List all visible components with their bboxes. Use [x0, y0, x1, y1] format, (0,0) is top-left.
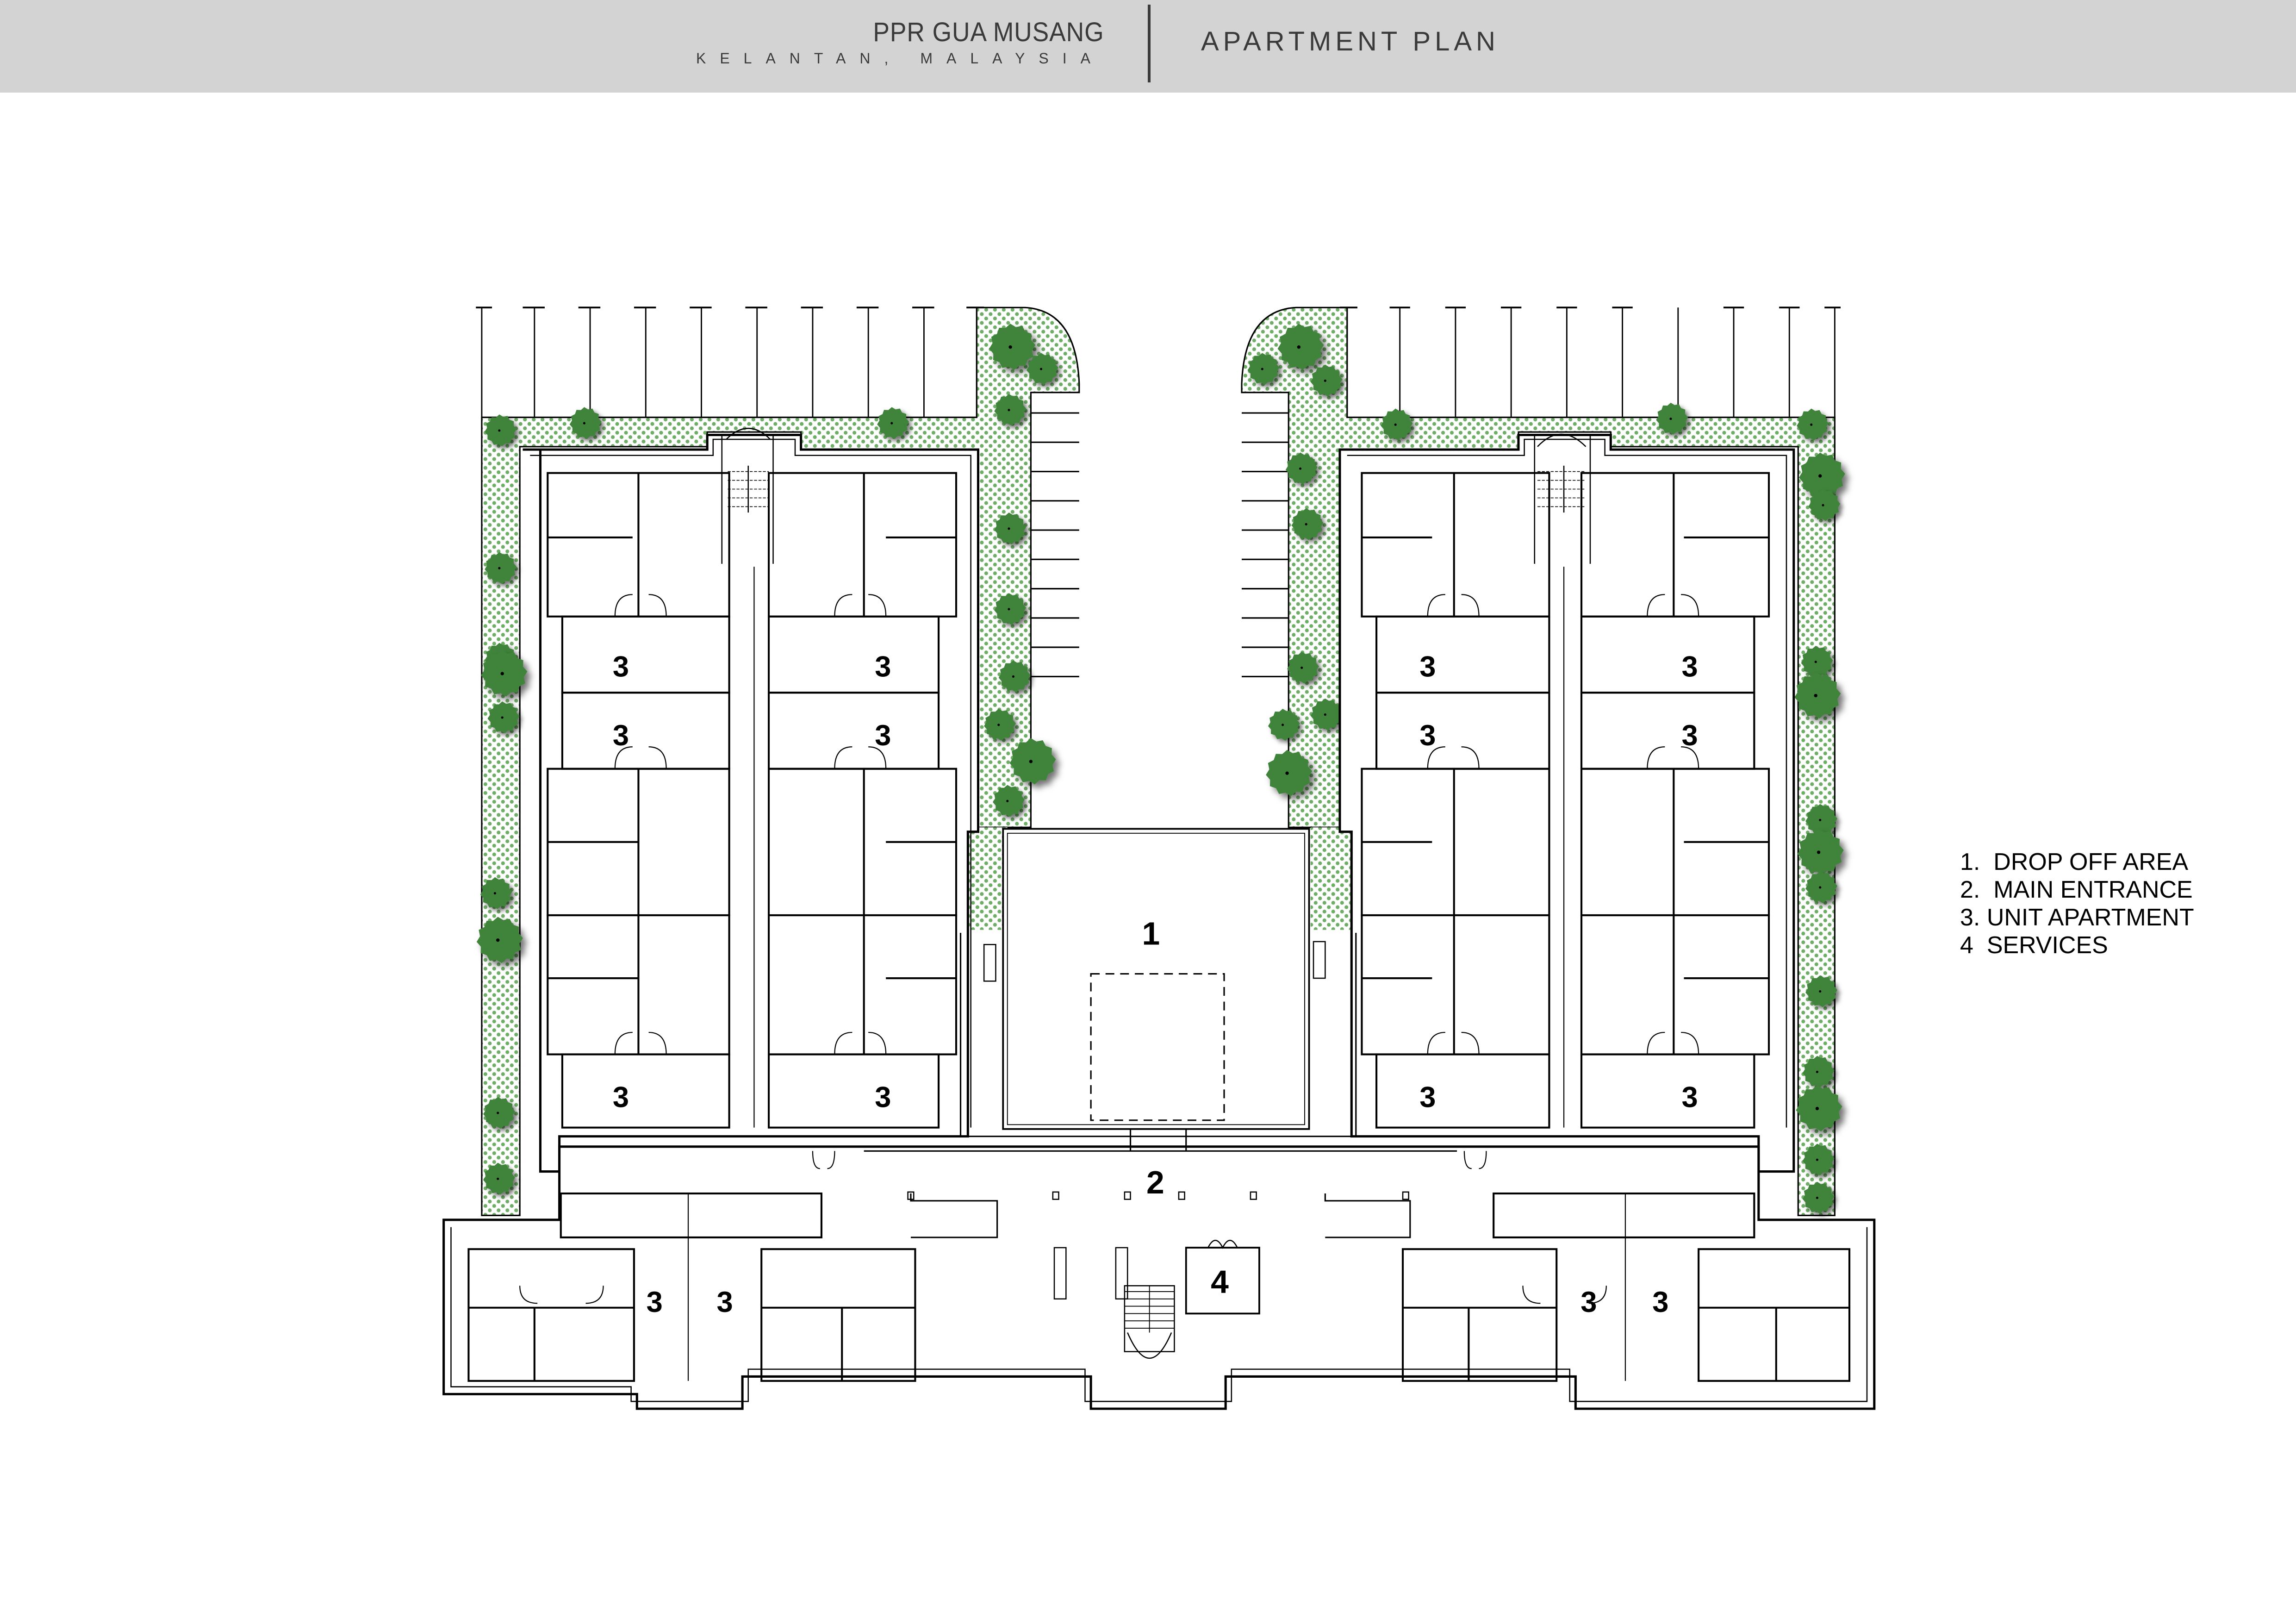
- legend-item-services: 4 SERVICES: [1960, 932, 2108, 959]
- label-unit: 3: [1682, 1081, 1698, 1113]
- label-unit: 3: [1652, 1286, 1668, 1318]
- title-divider: [1148, 5, 1151, 82]
- title-block: PPR GUA MUSANG KELANTAN, MALAYSIA APARTM…: [0, 0, 2296, 93]
- label-unit: 3: [613, 650, 629, 683]
- legend-item-unit-apartment: 3. UNIT APARTMENT: [1960, 904, 2194, 931]
- label-unit: 3: [1682, 650, 1698, 683]
- label-drop-off: 1: [1142, 915, 1160, 951]
- label-unit: 3: [1580, 1286, 1597, 1318]
- parking-left: [476, 306, 1079, 677]
- landscape-right: [1241, 306, 1836, 1217]
- door-swings: [519, 594, 1699, 1304]
- label-unit: 3: [613, 1081, 629, 1113]
- label-unit: 3: [875, 719, 891, 752]
- label-unit: 3: [1419, 1081, 1436, 1113]
- landscape-center-left: [968, 827, 1008, 930]
- label-main-entrance: 2: [1146, 1164, 1164, 1200]
- label-unit: 3: [1682, 719, 1698, 752]
- label-unit: 3: [613, 719, 629, 752]
- landscape-center-right: [1310, 827, 1352, 930]
- legend-item-main-entrance: 2. MAIN ENTRANCE: [1960, 876, 2193, 903]
- legend-item-drop-off: 1. DROP OFF AREA: [1960, 849, 2189, 875]
- unit-walls: [467, 427, 1851, 1382]
- label-unit: 3: [717, 1286, 733, 1318]
- project-title: PPR GUA MUSANG: [873, 17, 1104, 47]
- label-unit: 3: [875, 650, 891, 683]
- zone-labels: 1 2 4 3 3 3 3 3 3 3 3 3 3 3 3 3 3 3 3: [613, 650, 1698, 1318]
- label-unit: 3: [1419, 719, 1436, 752]
- label-services: 4: [1211, 1264, 1229, 1300]
- label-unit: 3: [875, 1081, 891, 1113]
- sheet-title: APARTMENT PLAN: [1201, 26, 1500, 56]
- label-unit: 3: [647, 1286, 663, 1318]
- label-unit: 3: [1419, 650, 1436, 683]
- legend: 1. DROP OFF AREA 2. MAIN ENTRANCE 3. UNI…: [1960, 848, 2194, 959]
- project-location: KELANTAN, MALAYSIA: [696, 50, 1104, 67]
- parking-right: [1241, 306, 1841, 677]
- landscape-left: [481, 306, 1080, 1217]
